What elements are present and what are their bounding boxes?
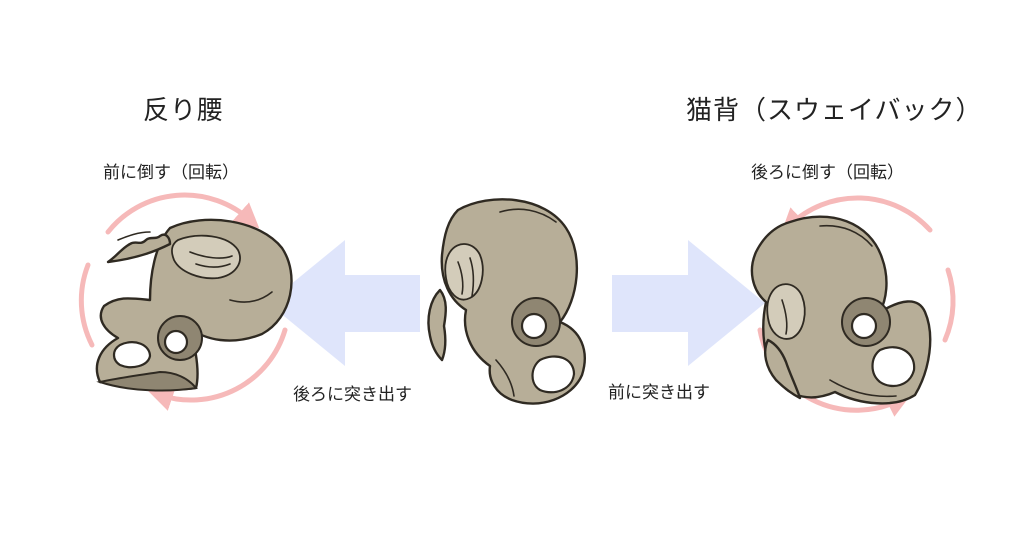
right-pelvis-illustration <box>750 215 932 405</box>
center-pelvis-illustration <box>427 198 586 405</box>
left-rotation-label: 前に倒す（回転） <box>103 163 239 183</box>
right-arrow-icon <box>612 240 765 366</box>
right-rotation-label: 後ろに倒す（回転） <box>751 163 904 183</box>
left-rotation-arrow-icon <box>78 192 288 411</box>
right-push-label: 前に突き出す <box>608 383 710 403</box>
left-title: 反り腰 <box>143 96 225 126</box>
right-title: 猫背（スウェイバック） <box>686 96 983 126</box>
left-arrow-icon <box>268 240 420 366</box>
left-push-label: 後ろに突き出す <box>293 385 412 405</box>
left-pelvis-illustration <box>95 218 293 392</box>
